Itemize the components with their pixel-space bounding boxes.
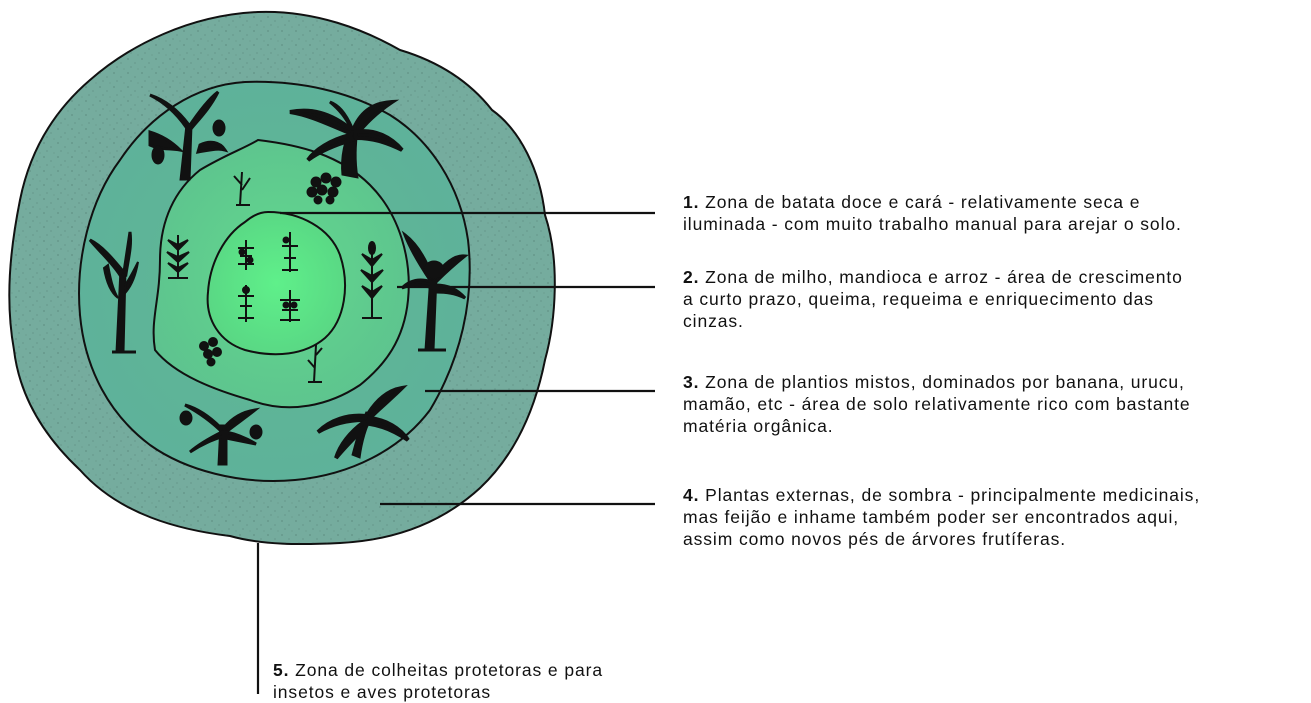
center-crop-4-icon xyxy=(280,290,300,322)
center-crop-3-icon xyxy=(238,285,254,322)
zone-1-number: 1. xyxy=(683,192,700,212)
seedling-icon xyxy=(233,171,251,206)
zone-3-label: 3. Zona de plantios mistos, dominados po… xyxy=(683,371,1191,437)
center-crop-2-icon xyxy=(282,232,298,272)
zone-5-line-1: Zona de colheitas protetoras e para xyxy=(295,660,603,680)
zone-1-label: 1. Zona de batata doce e cará - relativa… xyxy=(683,191,1182,235)
plant-illustrations xyxy=(88,90,469,466)
banana-plant-bottom-icon xyxy=(179,403,263,466)
sweet-potato-cluster-icon xyxy=(306,172,342,205)
zone-1-line-1: Zona de batata doce e cará - relativamen… xyxy=(705,192,1141,212)
zone-3-line-2: mamão, etc - área de solo relativamente … xyxy=(683,394,1191,414)
sweet-potato-bottom-icon xyxy=(199,337,222,367)
banana-plant-right-icon xyxy=(400,230,469,352)
zone-2-number: 2. xyxy=(683,267,700,287)
zone-2-label: 2. Zona de milho, mandioca e arroz - áre… xyxy=(683,266,1183,332)
zone-4-line-3: assim como novos pés de árvores frutífer… xyxy=(683,529,1067,549)
zone-2-line-2: a curto prazo, queima, requeima e enriqu… xyxy=(683,289,1154,309)
zone-4-line-2: mas feijão e inhame também poder ser enc… xyxy=(683,507,1180,527)
palm-bottom-icon xyxy=(316,384,410,460)
zone-3-line-3: matéria orgânica. xyxy=(683,416,834,436)
zone-5-line-2: insetos e aves protetoras xyxy=(273,682,492,702)
papaya-tree-icon xyxy=(88,231,139,354)
zone-2-line-1: Zona de milho, mandioca e arroz - área d… xyxy=(705,267,1183,287)
zone-1-line-2: iluminada - com muito trabalho manual pa… xyxy=(683,214,1182,234)
zone-3-line-1: Zona de plantios mistos, dominados por b… xyxy=(705,372,1185,392)
zone-4-line-1: Plantas externas, de sombra - principalm… xyxy=(705,485,1201,505)
zone-5-number: 5. xyxy=(273,660,290,680)
zone-4-number: 4. xyxy=(683,485,700,505)
zone-2-line-3: cinzas. xyxy=(683,311,744,331)
palm-tree-icon xyxy=(289,99,404,179)
zone-3-number: 3. xyxy=(683,372,700,392)
rice-sprout-icon xyxy=(307,344,323,383)
center-crop-1-icon xyxy=(238,240,254,270)
banana-plant-icon xyxy=(148,90,229,181)
corn-plant-right-icon xyxy=(360,241,384,319)
zone-5-label: 5. Zona de colheitas protetoras e para i… xyxy=(273,659,603,703)
corn-plant-left-icon xyxy=(166,235,190,279)
zone-4-label: 4. Plantas externas, de sombra - princip… xyxy=(683,484,1200,550)
